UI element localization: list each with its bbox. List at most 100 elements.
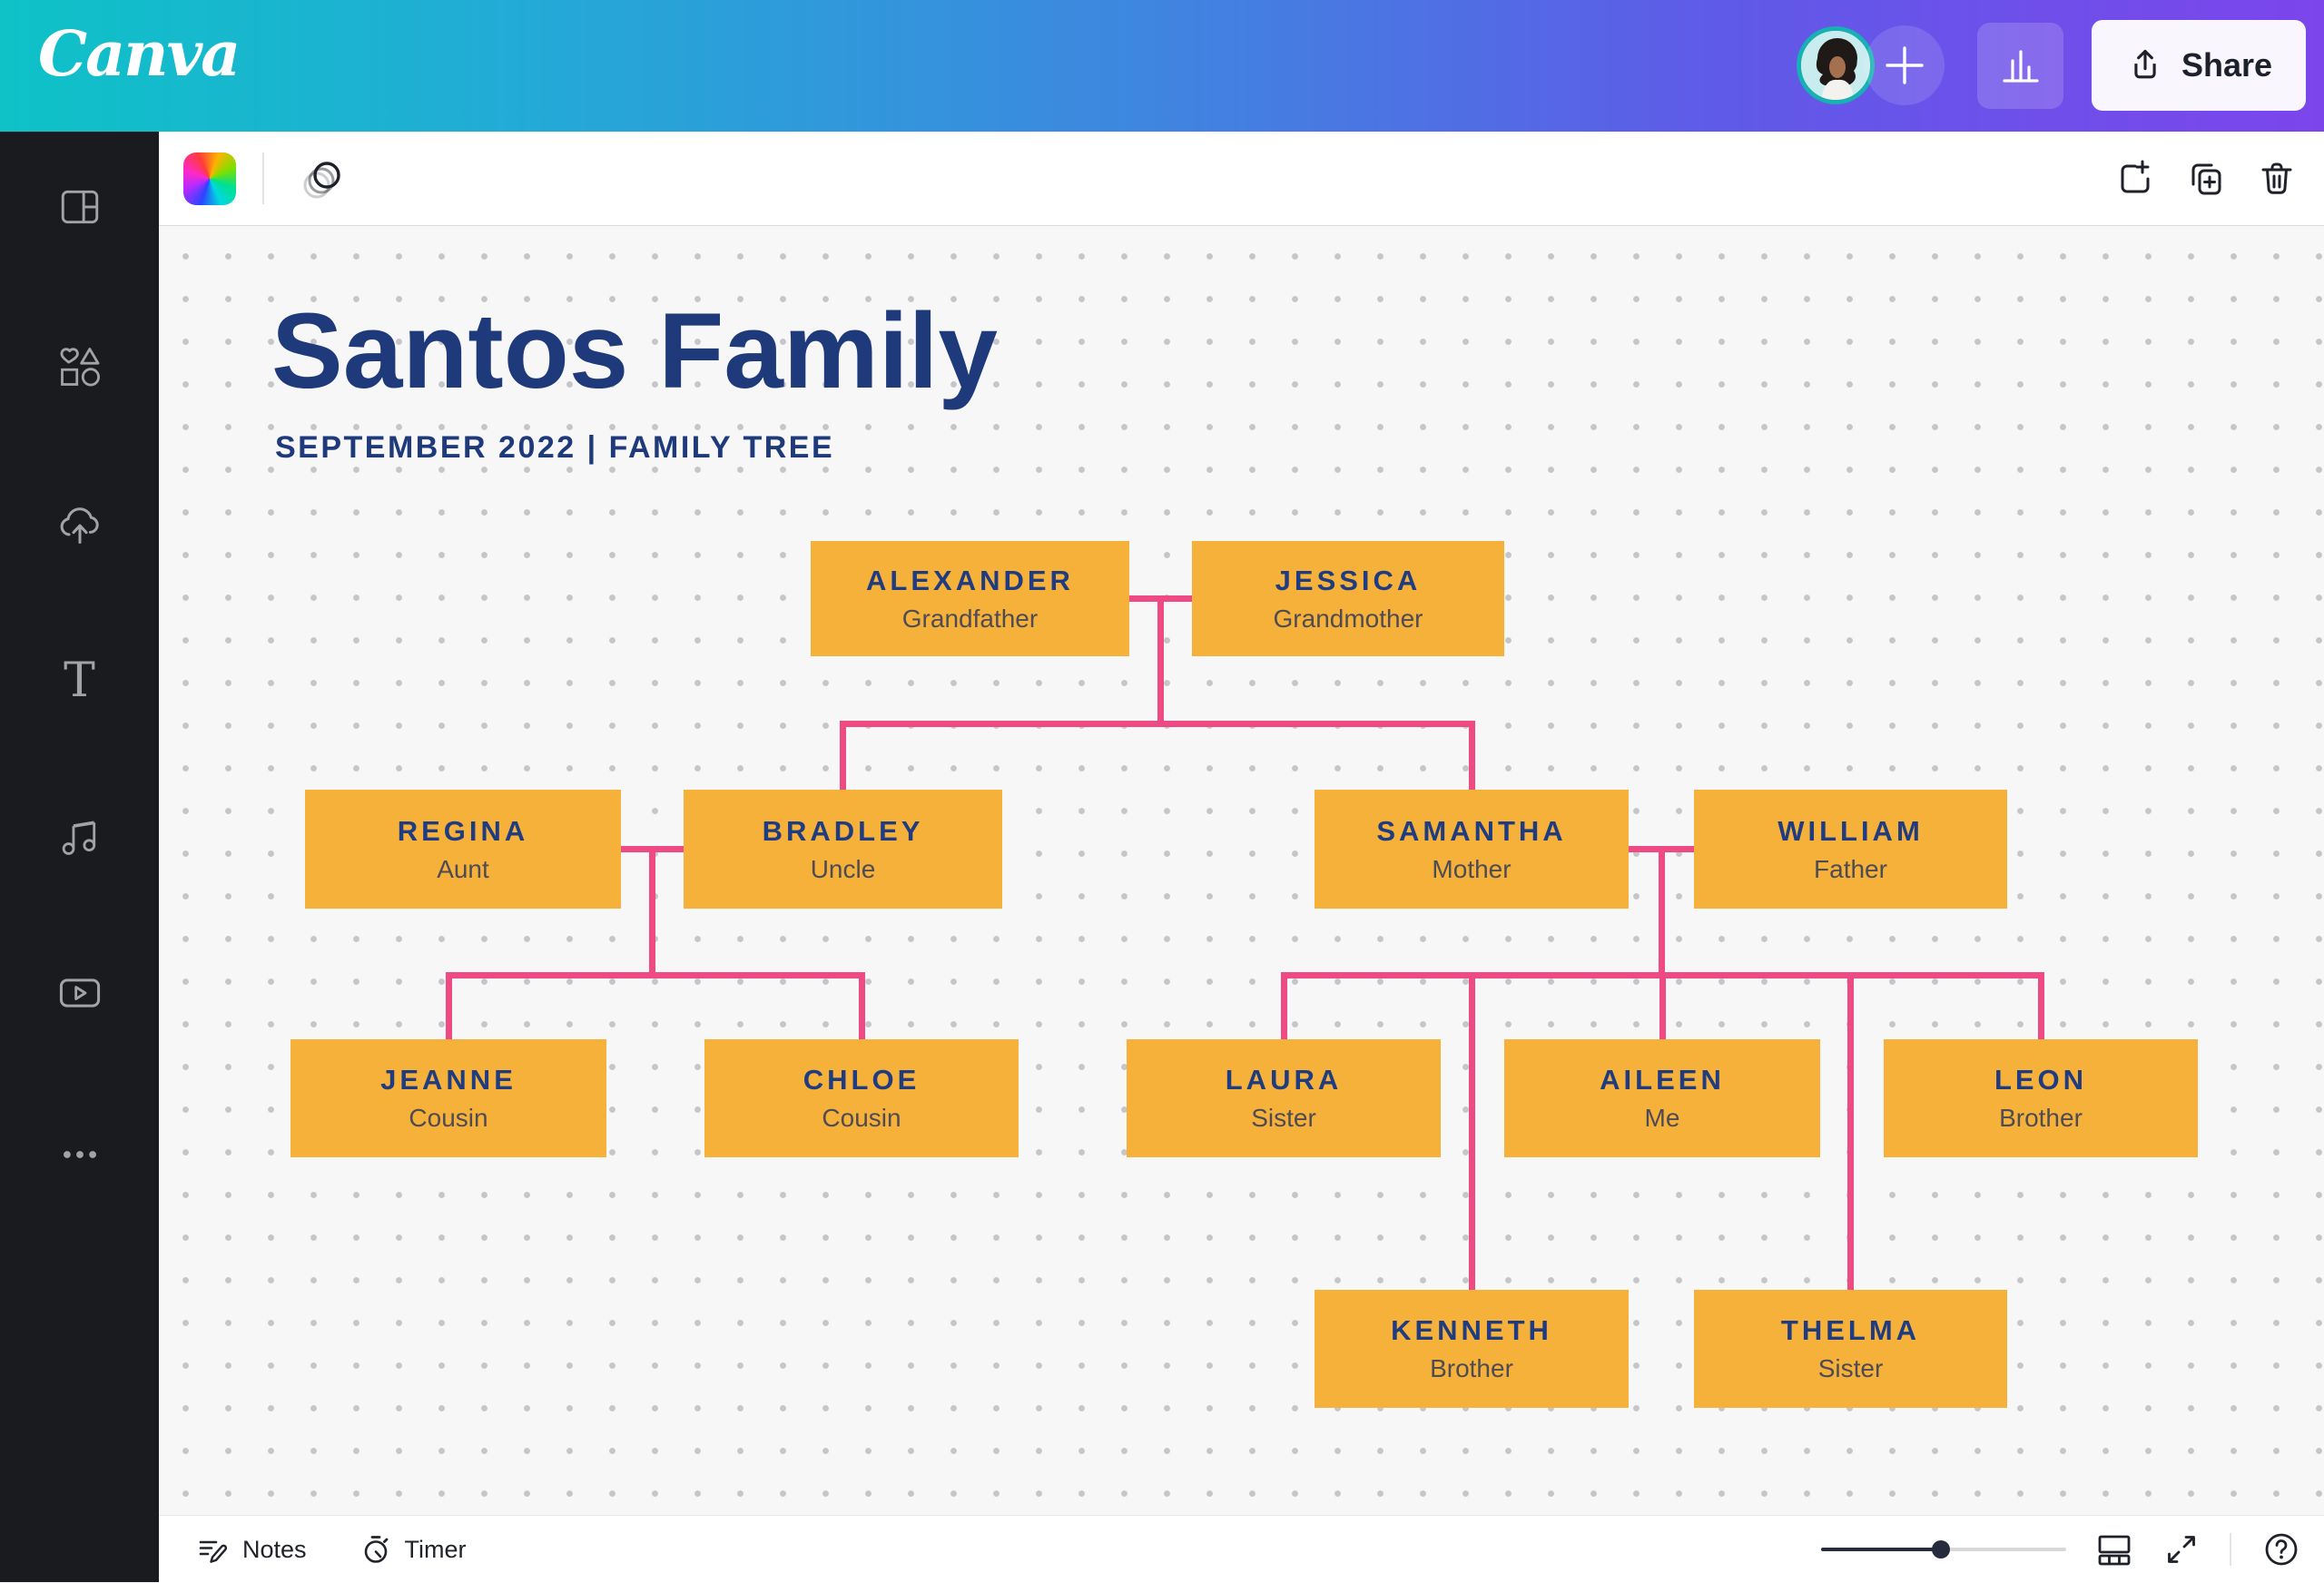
grid-view-button[interactable]: [2095, 1530, 2133, 1568]
trash-icon: [2261, 162, 2292, 194]
tree-box-role: Uncle: [810, 854, 876, 883]
tree-box-name: SAMANTHA: [1376, 814, 1567, 847]
design-subtitle[interactable]: SEPTEMBER 2022 | FAMILY TREE: [275, 430, 835, 465]
tree-box-name: KENNETH: [1391, 1314, 1552, 1346]
canva-logo[interactable]: Canva: [38, 18, 241, 91]
status-bar-divider: [2230, 1533, 2231, 1566]
tree-box-jessica[interactable]: JESSICA Grandmother: [1192, 541, 1504, 656]
tree-box-samantha[interactable]: SAMANTHA Mother: [1315, 790, 1629, 909]
zoom-slider[interactable]: [1821, 1539, 2066, 1560]
animate-button[interactable]: [297, 154, 346, 203]
delete-page-button[interactable]: [2255, 157, 2299, 201]
page-actions: [2113, 132, 2299, 225]
duplicate-page-button[interactable]: [2184, 157, 2228, 201]
text-icon: T: [64, 654, 95, 708]
plus-icon: [1886, 46, 1924, 84]
avatar-portrait: [1801, 31, 1870, 100]
sidebar-item-elements[interactable]: [0, 317, 159, 417]
sidebar-item-uploads[interactable]: [0, 475, 159, 575]
tree-box-name: CHLOE: [803, 1064, 921, 1096]
video-icon: [59, 978, 100, 1008]
timer-icon: [364, 1536, 388, 1563]
add-page-button[interactable]: [2113, 157, 2157, 201]
tree-box-role: Sister: [1251, 1104, 1316, 1132]
avatar[interactable]: [1797, 26, 1875, 104]
child-drop-connector: [1847, 971, 1854, 1290]
tree-box-role: Me: [1644, 1104, 1680, 1132]
object-panel-sidebar: T: [0, 132, 159, 1582]
insights-button[interactable]: [1977, 23, 2063, 109]
tree-box-name: ALEXANDER: [866, 564, 1074, 596]
notes-label: Notes: [242, 1535, 307, 1563]
child-drop-connector: [2037, 971, 2044, 1039]
descent-connector: [1658, 849, 1665, 978]
fullscreen-button[interactable]: [2162, 1530, 2201, 1568]
child-drop-connector: [1468, 971, 1475, 1290]
color-swatch-button[interactable]: [183, 152, 236, 205]
help-button[interactable]: [2260, 1529, 2302, 1570]
sidebar-item-videos[interactable]: [0, 943, 159, 1043]
tree-box-role: Brother: [1999, 1104, 2083, 1132]
bar-chart-icon: [2002, 49, 2039, 83]
couple-connector: [1629, 846, 1694, 852]
share-button-label: Share: [2181, 46, 2273, 84]
children-bar-connector: [840, 720, 1475, 727]
timer-label: Timer: [404, 1535, 467, 1563]
toolbar-divider: [262, 152, 264, 204]
child-drop-connector: [858, 971, 865, 1039]
help-icon: [2265, 1533, 2298, 1566]
sidebar-item-audio[interactable]: [0, 787, 159, 887]
couple-connector: [1129, 595, 1192, 602]
design-title[interactable]: Santos Family: [271, 291, 999, 411]
child-drop-connector: [445, 971, 452, 1039]
tree-box-role: Mother: [1432, 854, 1512, 883]
add-page-icon: [2121, 160, 2150, 192]
animate-icon: [303, 162, 340, 199]
tree-box-role: Grandmother: [1273, 604, 1423, 633]
tree-box-chloe[interactable]: CHLOE Cousin: [704, 1039, 1019, 1157]
zoom-slider-thumb[interactable]: [1932, 1540, 1951, 1558]
tree-box-role: Father: [1814, 854, 1887, 883]
tree-box-alexander[interactable]: ALEXANDER Grandfather: [811, 541, 1129, 656]
editor-toolbar: [159, 132, 2324, 226]
tree-box-name: THELMA: [1780, 1314, 1921, 1346]
zoom-slider-fill: [1821, 1548, 1942, 1551]
tree-box-role: Grandfather: [901, 604, 1039, 633]
tree-box-thelma[interactable]: THELMA Sister: [1694, 1290, 2007, 1408]
children-bar-connector: [445, 971, 865, 978]
tree-box-name: JEANNE: [380, 1064, 517, 1096]
ellipsis-icon: [63, 1151, 96, 1158]
sidebar-item-text[interactable]: T: [0, 631, 159, 731]
cloud-upload-icon: [60, 507, 99, 545]
notes-button[interactable]: Notes: [197, 1533, 307, 1566]
sidebar-item-templates[interactable]: [0, 157, 159, 257]
grid-view-icon: [2098, 1535, 2131, 1566]
sidebar-item-more[interactable]: [0, 1105, 159, 1204]
design-canvas[interactable]: Santos Family SEPTEMBER 2022 | FAMILY TR…: [159, 225, 2324, 1515]
tree-box-name: AILEEN: [1600, 1064, 1725, 1096]
child-drop-connector: [1280, 971, 1287, 1039]
tree-box-name: JESSICA: [1275, 564, 1422, 596]
descent-connector: [1157, 598, 1164, 727]
tree-box-role: Cousin: [409, 1104, 488, 1132]
create-design-button[interactable]: [1865, 25, 1945, 105]
share-upload-icon: [2134, 49, 2156, 79]
notes-icon: [199, 1540, 228, 1563]
tree-box-role: Sister: [1817, 1354, 1884, 1382]
share-button[interactable]: Share: [2092, 20, 2306, 111]
tree-box-aileen[interactable]: AILEEN Me: [1504, 1039, 1820, 1157]
child-drop-connector: [1468, 720, 1475, 790]
tree-box-role: Cousin: [822, 1104, 901, 1132]
status-bar-left: Notes Timer: [197, 1516, 467, 1583]
timer-button[interactable]: Timer: [359, 1533, 467, 1566]
child-drop-connector: [840, 720, 846, 790]
duplicate-page-icon: [2191, 163, 2221, 194]
elements-icon: [60, 348, 100, 387]
tree-box-jeanne[interactable]: JEANNE Cousin: [290, 1039, 606, 1157]
